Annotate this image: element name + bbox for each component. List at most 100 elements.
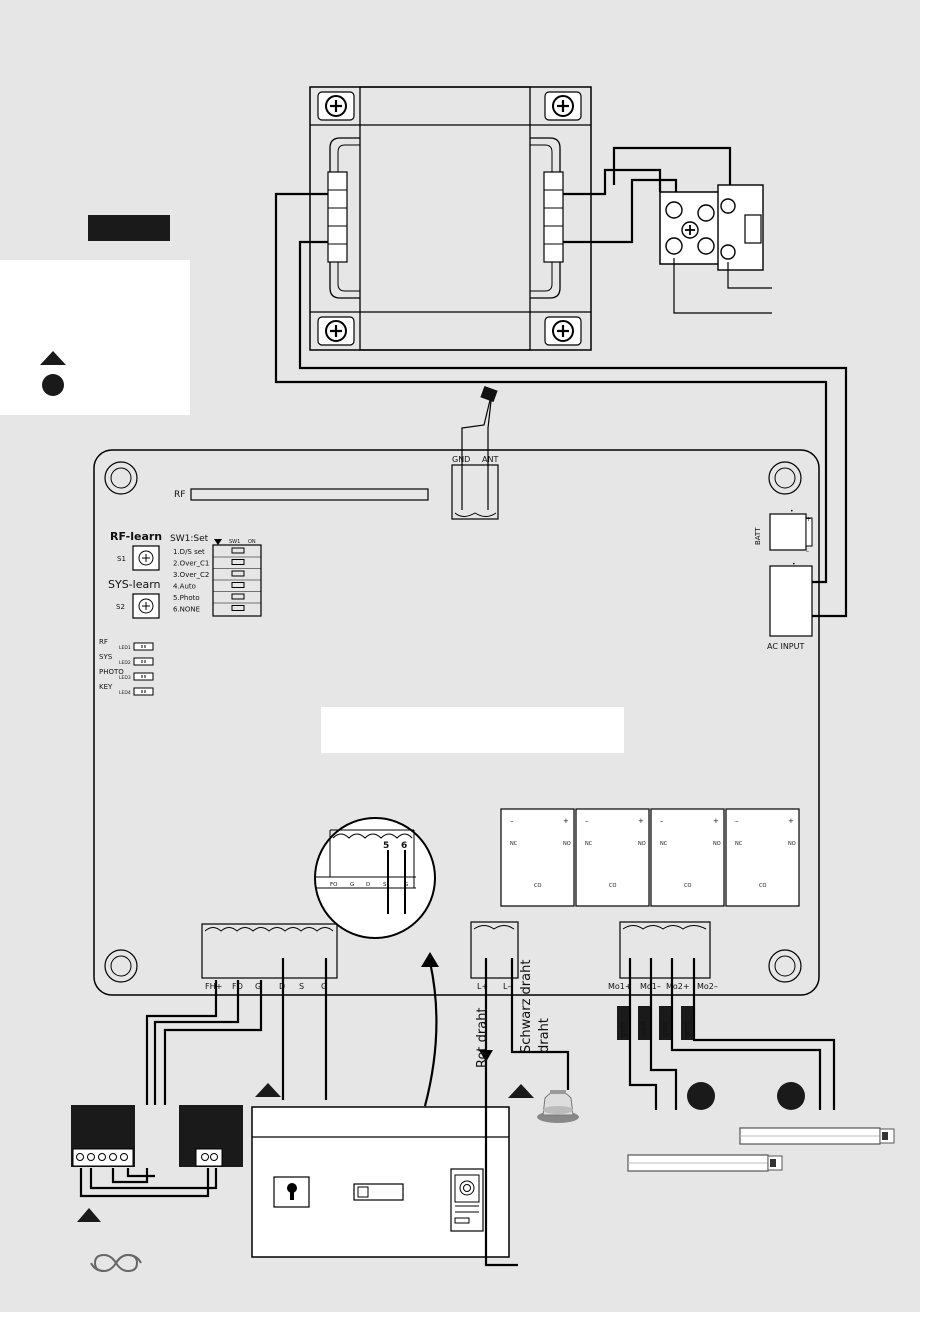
relay-nc: NC [735, 841, 743, 847]
dip-label: 3.Over_C2 [173, 571, 209, 579]
magnifier-label: G [350, 882, 354, 888]
wire-color-tag [659, 1006, 671, 1040]
dip-label: 6.NONE [173, 606, 200, 614]
fuse-terminal-block [659, 184, 764, 271]
sys-learn-label: SYS-learn [108, 578, 161, 591]
black-label [88, 215, 170, 241]
relay-no: NO [713, 841, 721, 847]
motor-terminal-block [619, 921, 711, 979]
wire-color-tags: gelb weiß gelb weiß [617, 1006, 693, 1040]
relay-plus: + [638, 817, 644, 825]
led-id: LED1 [119, 645, 131, 651]
wire-color-tag [617, 1006, 629, 1040]
warning-lamp-icon [537, 1090, 579, 1123]
dip-switch-toggle[interactable] [231, 593, 245, 600]
led-name: RF [99, 638, 108, 646]
lamp-terminal-block [470, 921, 519, 979]
magnifier-label: S [383, 882, 387, 888]
relay-plus: + [788, 817, 794, 825]
wire-color-tag-label: gelb [661, 1021, 669, 1037]
sw1-title: SW1:Set [170, 534, 209, 544]
relay [650, 808, 725, 907]
accessory-terminal-block [201, 923, 338, 979]
dip-label: 5.Photo [173, 594, 200, 602]
circle-symbol-icon [42, 374, 64, 396]
led-name: SYS [99, 653, 113, 661]
screw-icon [544, 316, 582, 346]
antenna-icon [480, 385, 498, 403]
accessory-terminal-label: FH+ [205, 982, 222, 991]
rf-learn-button[interactable] [132, 545, 160, 571]
relay [575, 808, 650, 907]
key-switch-icon [273, 1176, 310, 1208]
svg-text:–: – [806, 548, 809, 555]
motor-2-symbol-icon [777, 1082, 805, 1110]
red-wire-label: Rot draht [475, 1007, 490, 1068]
photocell-receiver [179, 1105, 243, 1167]
screw-icon [317, 316, 355, 346]
motor-actuator-1 [739, 1127, 895, 1145]
dip-switch-toggle[interactable] [231, 559, 245, 565]
led-indicator [133, 672, 154, 681]
lamp-terminal-plus: L+ [477, 982, 488, 991]
dip-label: 1.D/S set [173, 548, 205, 556]
sw1-small-label: SW1 [229, 539, 240, 545]
magnifier-label: FO [330, 882, 338, 888]
accessory-terminal-label: S [299, 982, 304, 991]
triangle-symbol-icon [40, 351, 66, 365]
relay-minus: – [735, 817, 739, 825]
magnifier-label: D [366, 882, 370, 888]
photocell-transmitter [71, 1105, 135, 1167]
dip-label: 2.Over_C1 [173, 560, 209, 568]
wire-color-tag-label: weiß [640, 1020, 648, 1037]
wire-color-tag [638, 1006, 650, 1040]
slide-switch-icon [353, 1183, 404, 1201]
black-wire-label: Schwarz draht [519, 960, 534, 1053]
motor-actuator-2 [627, 1154, 783, 1172]
triangle-symbol-icon [255, 1083, 281, 1097]
wire-color-tag-label: weiß [683, 1020, 691, 1037]
relay-minus: – [660, 817, 664, 825]
relay [725, 808, 800, 907]
led-id: LED3 [119, 675, 131, 681]
arrow-down-icon [214, 539, 222, 545]
dip-switch-toggle[interactable] [231, 570, 245, 577]
relay-nc: NC [585, 841, 593, 847]
wire-color-tag [681, 1006, 693, 1040]
screw-icon [317, 91, 355, 121]
dip-switch-toggle[interactable] [231, 547, 245, 554]
led-id: LED4 [119, 690, 131, 696]
relay-plus: + [713, 817, 719, 825]
relay-no: NO [563, 841, 571, 847]
relay-minus: – [585, 817, 589, 825]
dip-switch-toggle[interactable] [231, 582, 245, 588]
batt-label: BATT [754, 527, 762, 545]
sys-learn-button[interactable] [132, 593, 160, 619]
relay-nc: NC [510, 841, 518, 847]
on-label: ON [248, 539, 256, 545]
accessory-terminal-label: G [255, 982, 261, 991]
wire-color-tag-label: gelb [619, 1021, 627, 1037]
legend-panel [0, 260, 190, 415]
led-indicator [133, 687, 154, 696]
relay-minus: – [510, 817, 514, 825]
led-id: LED2 [119, 660, 131, 666]
dip-switch-toggle[interactable] [231, 605, 245, 611]
relay-co: CO [759, 883, 766, 889]
ant-label: ANT [482, 455, 498, 464]
magnifier-pin-5: 5 [383, 841, 389, 851]
black-wire-label-2: draht [537, 1018, 552, 1053]
rf-learn-label: RF-learn [110, 530, 162, 543]
relay-co: CO [609, 883, 616, 889]
relay-co: CO [534, 883, 541, 889]
s1-label: S1 [117, 555, 126, 563]
led-indicator [133, 642, 154, 651]
intercom-icon [450, 1168, 484, 1232]
screw-icon [544, 91, 582, 121]
svg-text:•: • [792, 561, 796, 568]
relay-plus: + [563, 817, 569, 825]
